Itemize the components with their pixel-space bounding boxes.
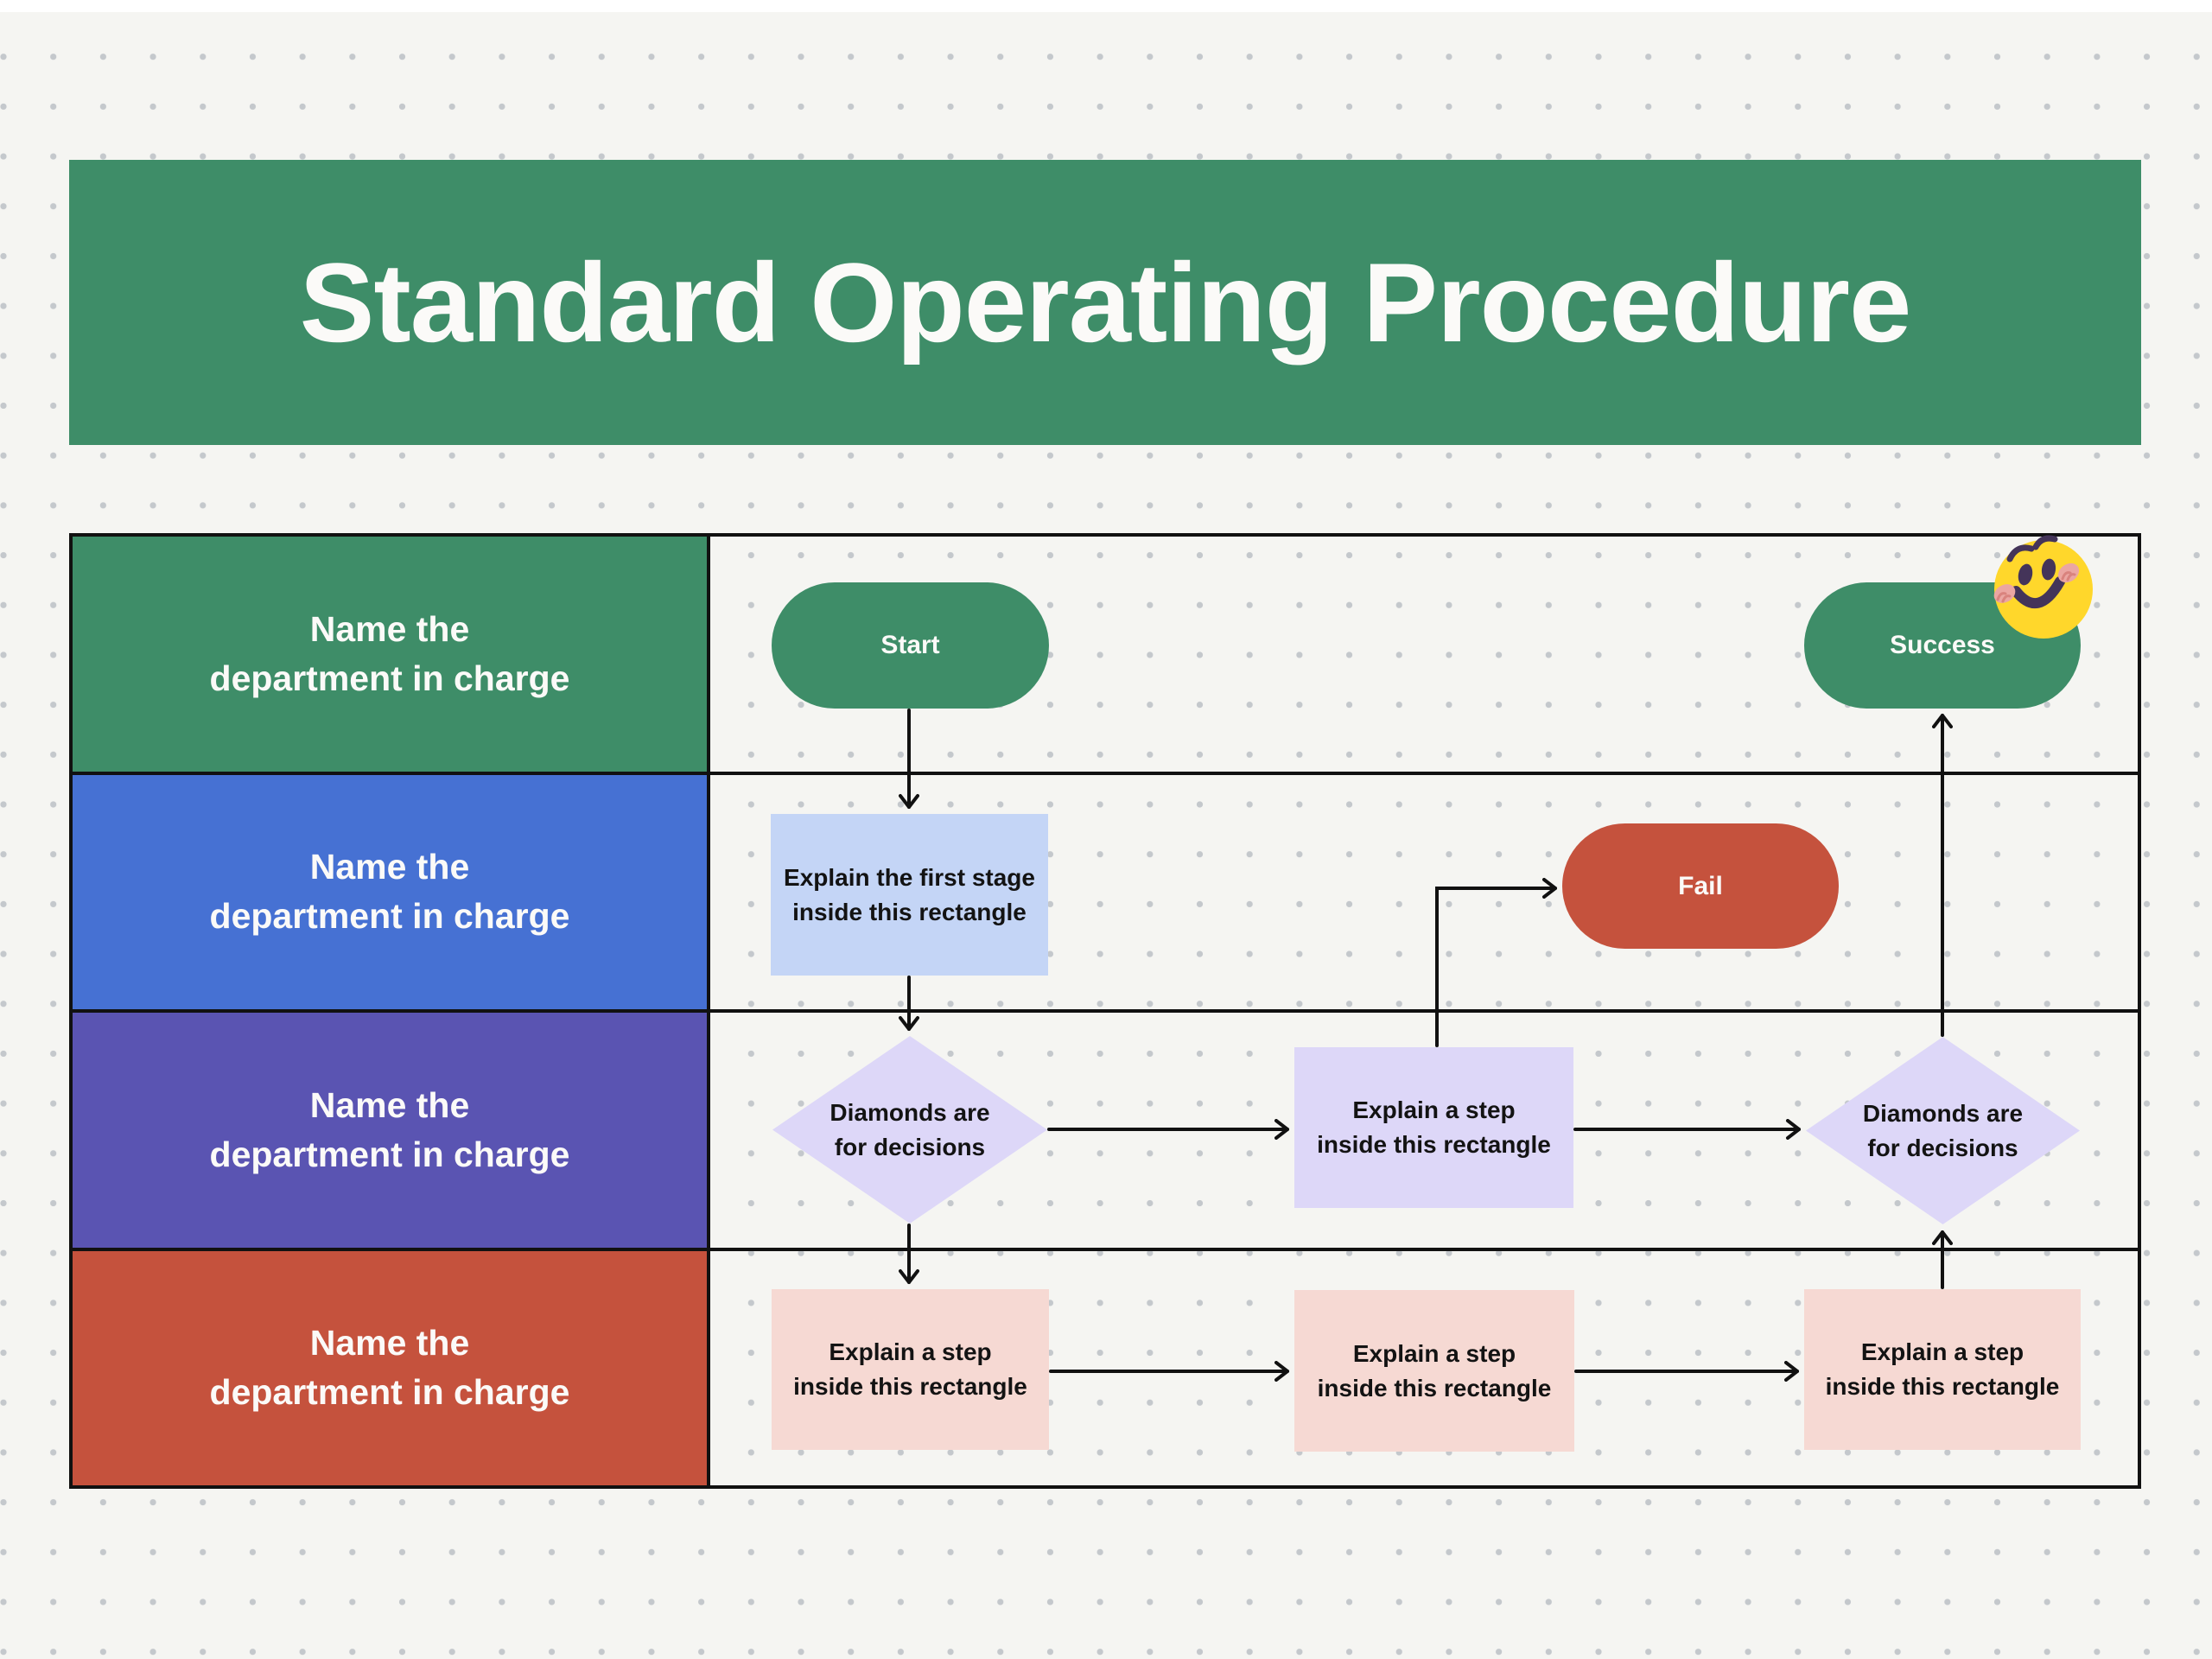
swimlane-label-4-line-2: department in charge [209, 1372, 570, 1413]
node-step-1-line-2: inside this rectangle [1317, 1131, 1551, 1158]
node-step-4-line-1: Explain a step [1860, 1338, 2024, 1365]
node-step-4-process[interactable]: Explain a step inside this rectangle [1804, 1289, 2081, 1450]
swimlane-label-1-line-2: department in charge [209, 658, 570, 698]
node-success-label: Success [1890, 631, 1995, 659]
node-step-3-process[interactable]: Explain a step inside this rectangle [1294, 1290, 1574, 1452]
node-decision-2-line-2: for decisions [1867, 1134, 2018, 1161]
node-first-stage-line-2: inside this rectangle [792, 898, 1027, 925]
swimlane-label-3[interactable]: Name the department in charge [73, 1013, 710, 1248]
node-step-2-line-1: Explain a step [829, 1338, 992, 1365]
node-step-3-line-1: Explain a step [1352, 1339, 1516, 1367]
node-step-1-process[interactable]: Explain a step inside this rectangle [1294, 1047, 1573, 1208]
arrow-step-1-to-fail-elbow [1435, 878, 1557, 1047]
node-first-stage-line-1: Explain the first stage [784, 863, 1035, 891]
swimlane-table: Name the department in charge Name the d… [69, 533, 2141, 1489]
swimlane-label-2[interactable]: Name the department in charge [73, 774, 710, 1009]
node-start-label: Start [880, 631, 940, 659]
node-step-4-line-2: inside this rectangle [1825, 1373, 2060, 1400]
node-step-1-line-1: Explain a step [1352, 1096, 1516, 1123]
canvas-top-edge [0, 0, 2212, 12]
swimlane-label-4-line-1: Name the [309, 1323, 470, 1363]
node-decision-1-line-1: Diamonds are [830, 1098, 990, 1126]
node-fail-label: Fail [1678, 871, 1723, 900]
swimlane-row-4: Name the department in charge [73, 1250, 2138, 1485]
swimlane-label-2-line-1: Name the [309, 847, 470, 887]
node-step-3-line-2: inside this rectangle [1317, 1374, 1552, 1402]
swimlane-row-3: Name the department in charge [73, 1013, 2138, 1251]
node-decision-1-line-2: for decisions [834, 1133, 986, 1160]
node-first-stage-process[interactable]: Explain the first stage inside this rect… [771, 814, 1048, 976]
swimlane-row-2: Name the department in charge [73, 774, 2138, 1013]
page-title: Standard Operating Procedure [299, 239, 1912, 365]
swimlane-label-1-line-1: Name the [309, 608, 470, 649]
swimlane-label-4[interactable]: Name the department in charge [73, 1250, 710, 1485]
swimlane-label-2-line-2: department in charge [209, 896, 570, 937]
node-step-2-line-2: inside this rectangle [793, 1373, 1027, 1400]
node-fail-terminator[interactable]: Fail [1562, 823, 1839, 949]
swimlane-label-1[interactable]: Name the department in charge [73, 537, 710, 772]
node-step-2-process[interactable]: Explain a step inside this rectangle [772, 1289, 1049, 1450]
swimlane-label-3-line-2: department in charge [209, 1134, 570, 1174]
title-banner: Standard Operating Procedure [69, 160, 2141, 445]
swimlane-label-3-line-1: Name the [309, 1084, 470, 1125]
node-start-terminator[interactable]: Start [772, 582, 1049, 709]
swimlane-row-1: Name the department in charge [73, 537, 2138, 775]
node-decision-2-line-1: Diamonds are [1862, 1099, 2024, 1127]
